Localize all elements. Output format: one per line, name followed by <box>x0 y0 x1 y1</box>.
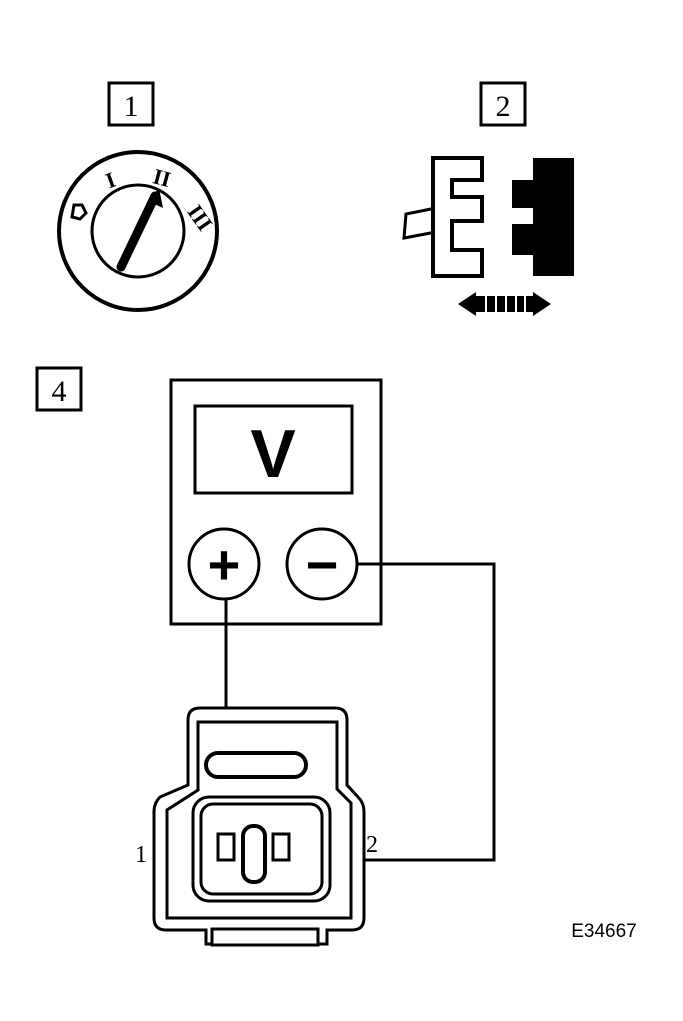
negative-terminal: − <box>285 527 359 601</box>
pin-2 <box>271 832 291 862</box>
step-1-label: 1 <box>107 81 155 127</box>
step-1-number: 1 <box>124 90 139 123</box>
figure-code: E34667 <box>571 921 637 942</box>
step-4-label: 4 <box>35 366 83 412</box>
double-arrow-icon <box>458 292 551 316</box>
voltmeter-display: V <box>250 416 295 492</box>
pin-1-label: 1 <box>135 842 147 868</box>
step-2-label: 2 <box>479 81 527 127</box>
pin-1 <box>216 832 236 862</box>
voltmeter: V + − <box>169 378 383 626</box>
plus-icon: + <box>208 533 241 596</box>
center-key <box>241 824 267 884</box>
connector-disconnect-icon <box>402 156 574 316</box>
position-mark-ii: II <box>150 163 173 192</box>
pin-2-label: 2 <box>366 832 378 858</box>
minus-icon: − <box>306 533 339 596</box>
negative-lead <box>276 562 496 862</box>
step-2-number: 2 <box>496 90 511 123</box>
position-mark-0 <box>70 203 88 221</box>
sensor-connector <box>152 706 366 947</box>
step-4-number: 4 <box>52 375 67 408</box>
positive-terminal: + <box>187 527 261 601</box>
ignition-key-icon <box>116 188 163 272</box>
ignition-switch: I II III <box>57 150 219 312</box>
